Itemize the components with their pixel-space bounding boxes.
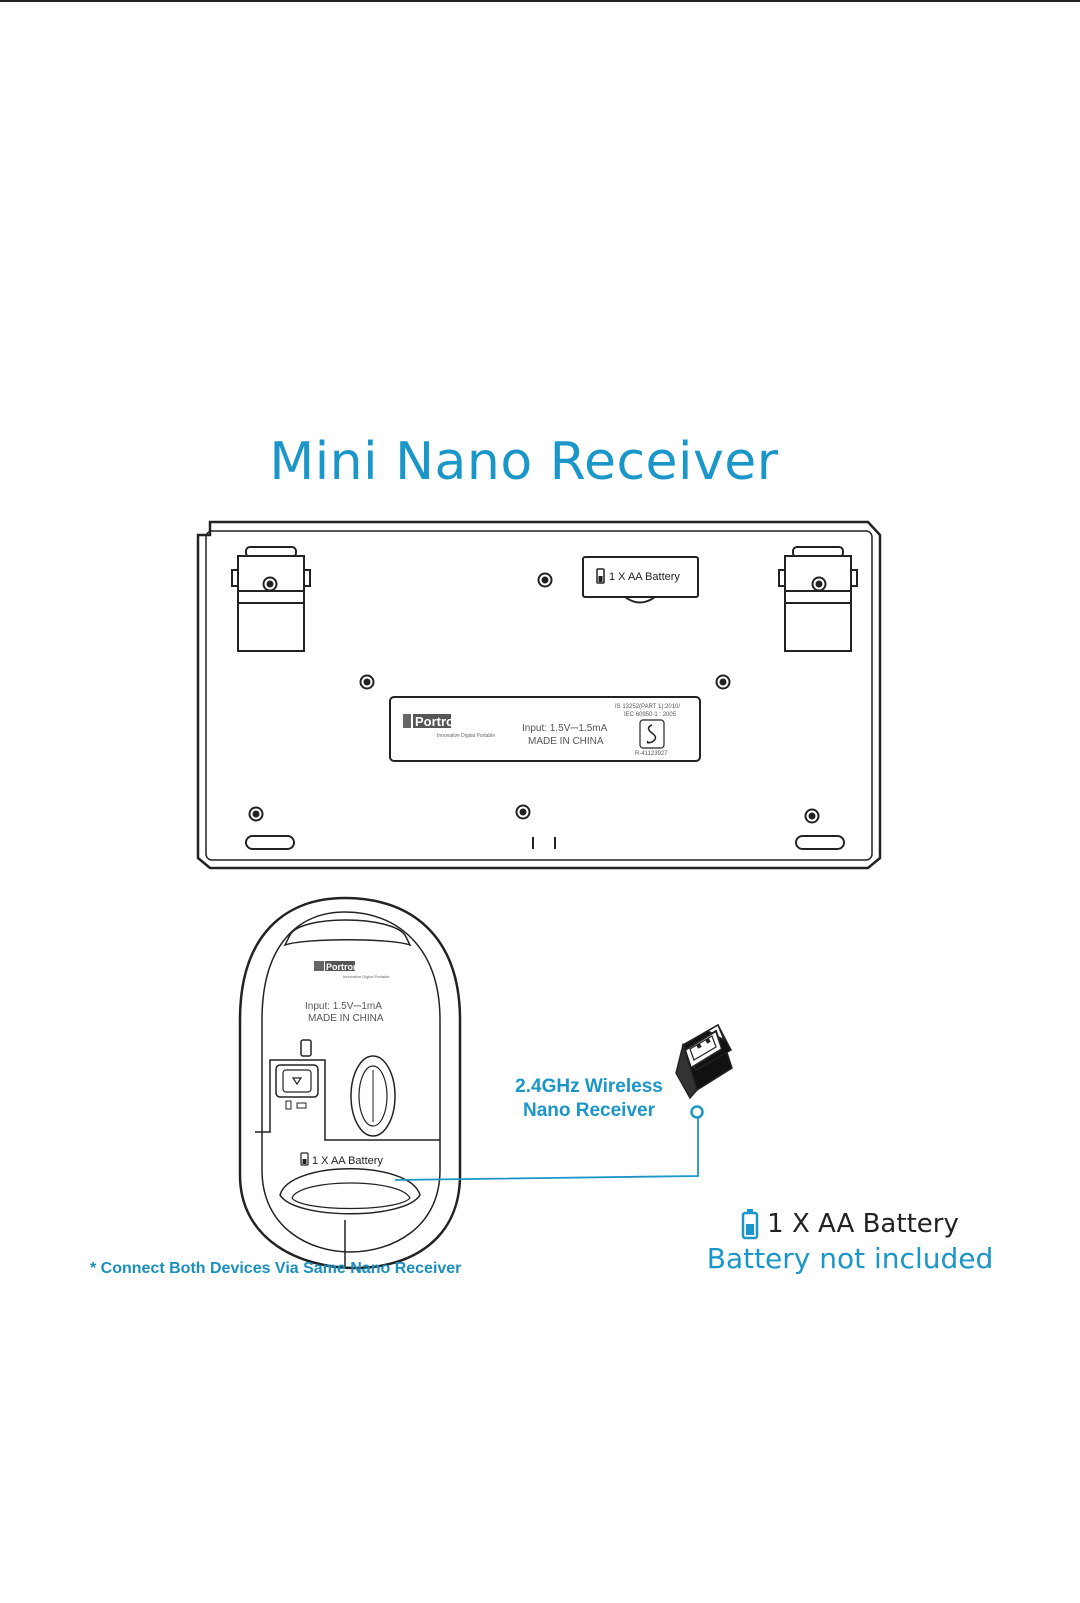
keyboard-rubber-foot-left (245, 835, 295, 850)
mouse-input-rating: Input: 1.5V⎓1mA (305, 1001, 382, 1012)
battery-info: 1 X AA Battery Battery not included (700, 1208, 1000, 1275)
keyboard-brand-tagline: Innovative Digital Portable (437, 733, 495, 739)
page-title: Mini Nano Receiver (269, 432, 779, 492)
keyboard-cert-line-2: IEC 60950-1 : 2005 (624, 712, 677, 718)
mouse-brand-logo: Portronics (326, 962, 371, 972)
keyboard-rubber-foot-right (795, 835, 845, 850)
nano-receiver-label-line-1: 2.4GHz Wireless (515, 1076, 663, 1097)
mouse-bottom-view (238, 896, 462, 1270)
nano-receiver-label-line-2: Nano Receiver (522, 1100, 655, 1121)
top-border (0, 0, 1080, 2)
keyboard-battery-door (582, 556, 699, 604)
mouse-made-in: MADE IN CHINA (308, 1013, 384, 1024)
keyboard-label-plate (389, 696, 701, 762)
mouse-battery-label: 1 X AA Battery (312, 1155, 383, 1167)
nano-receiver-label: 2.4GHz Wireless Nano Receiver (514, 1075, 664, 1123)
keyboard-cert-line-1: IS 13252(PART 1):2010/ (615, 704, 680, 710)
battery-icon (741, 1209, 759, 1240)
keyboard-cert-code: R-41123927 (635, 751, 668, 757)
keyboard-bottom-view (196, 520, 882, 870)
keyboard-brand-logo: Portronics (415, 714, 480, 729)
battery-requirement: 1 X AA Battery (767, 1209, 959, 1239)
mouse-brand-tagline: Innovative Digital Portable (343, 974, 390, 979)
keyboard-left-foot (231, 546, 311, 652)
receiver-connector-line (394, 1105, 704, 1181)
keyboard-screws (248, 572, 820, 824)
connect-devices-note: * Connect Both Devices Via Same Nano Rec… (90, 1260, 462, 1277)
battery-not-included: Battery not included (706, 1242, 994, 1275)
keyboard-battery-label: 1 X AA Battery (609, 571, 680, 583)
keyboard-right-foot (778, 546, 858, 652)
keyboard-input-rating: Input: 1.5V⎓1.5mA (522, 723, 608, 734)
usb-nano-receiver-icon (675, 1023, 733, 1100)
keyboard-made-in: MADE IN CHINA (528, 736, 604, 747)
